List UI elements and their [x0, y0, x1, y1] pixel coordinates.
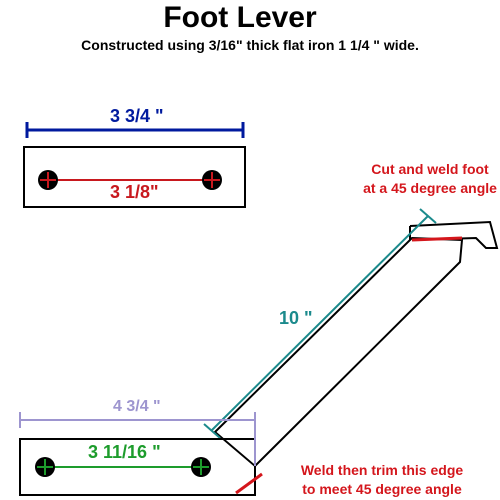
foot-weld-note-line1: Cut and weld foot — [371, 161, 489, 177]
foot-piece — [409, 220, 499, 249]
bottom-weld-note-line1: Weld then trim this edge — [300, 462, 464, 478]
lever-arm-length-dimension — [211, 215, 429, 431]
page-subtitle: Constructed using 3/16" thick flat iron … — [81, 37, 419, 53]
bottom-weld-mark — [235, 472, 263, 495]
bottom-weld-note: Weld then trim this edge to meet 45 degr… — [282, 461, 482, 499]
bottom-plate-hole-spacing-label: 3 11/16 " — [88, 442, 161, 462]
foot-weld-note-line2: at a 45 degree angle — [363, 180, 497, 196]
lever-arm-length-label: 10 " — [279, 308, 313, 328]
foot-weld-mark — [411, 236, 463, 242]
lever-arm-dim-tick-top — [419, 208, 437, 224]
bottom-plate — [19, 438, 256, 496]
top-plate-hole-spacing-label: 3 1/8" — [110, 182, 159, 202]
foot-weld-note: Cut and weld foot at a 45 degree angle — [360, 160, 500, 198]
lever-arm-dim-tick-bottom — [203, 423, 221, 439]
page-title: Foot Lever — [163, 1, 317, 34]
bottom-plate-length-label: 4 3/4 " — [113, 398, 161, 415]
bottom-weld-note-line2: to meet 45 degree angle — [302, 481, 462, 497]
top-plate-length-label: 3 3/4 " — [110, 106, 164, 126]
top-plate — [23, 146, 246, 208]
lever-arm — [213, 236, 464, 468]
